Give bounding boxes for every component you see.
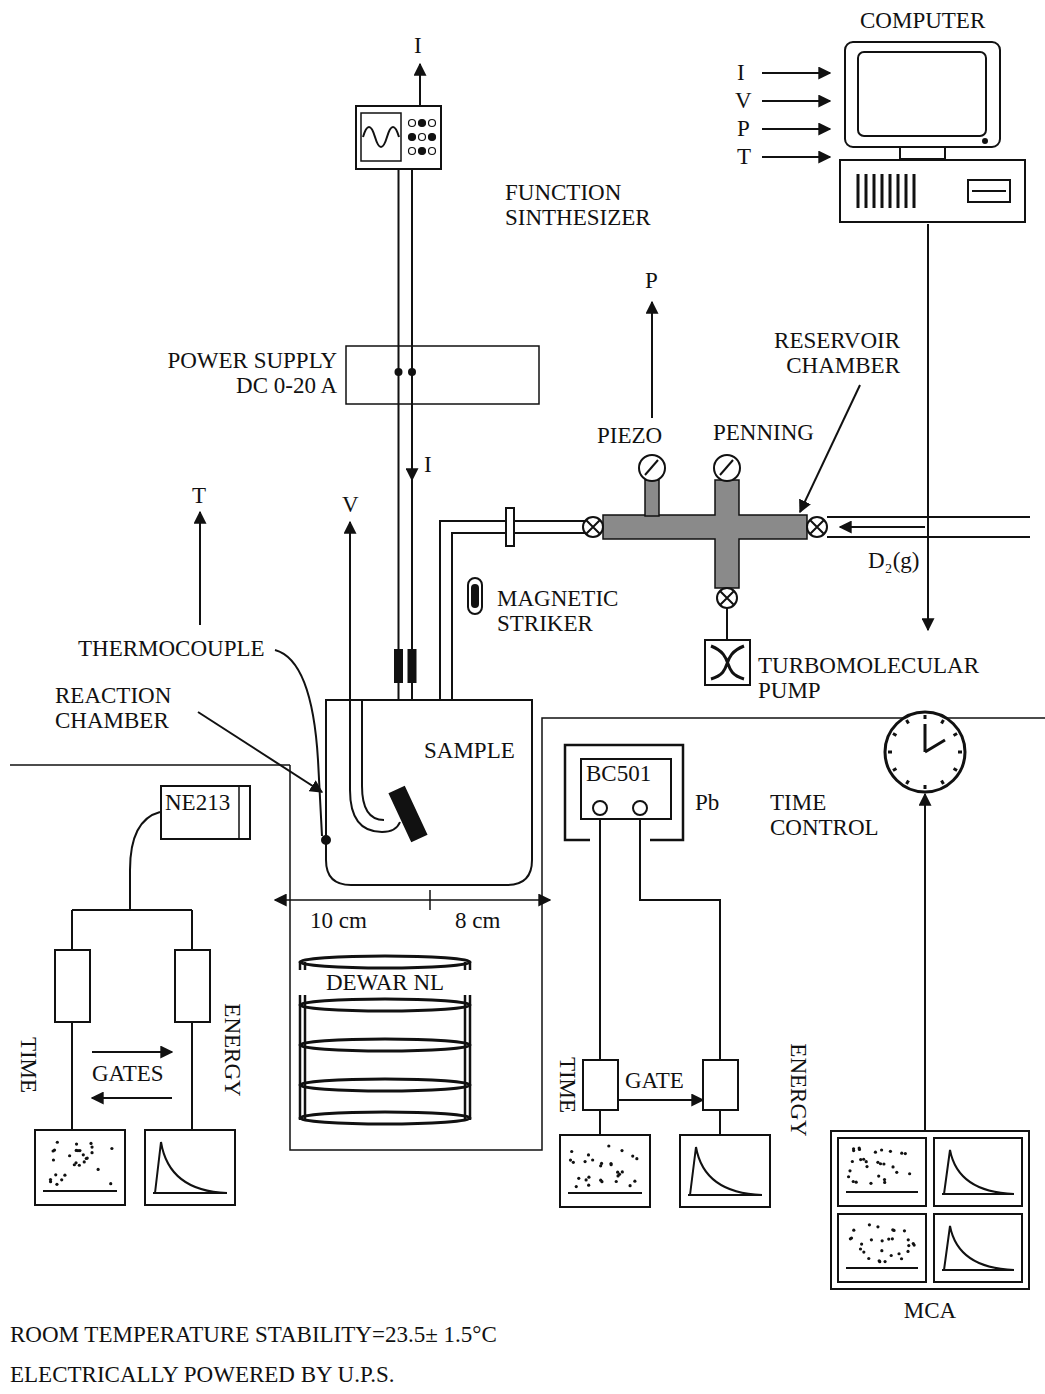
channel-label: GATE — [625, 1068, 684, 1093]
function-synthesizer-outline — [355, 105, 442, 170]
connector — [398, 170, 400, 345]
channel-label: ENERGY — [785, 1043, 810, 1136]
reaction-chamber — [275, 640, 532, 885]
power-supply-outline — [345, 345, 540, 405]
node-label: NE213 — [165, 790, 230, 815]
detector-box: NE213 — [160, 785, 251, 840]
gas-label: D₂(g) — [868, 548, 919, 573]
current-leads — [395, 170, 416, 792]
part-name: REACTION CHAMBER — [55, 683, 205, 734]
channel-label: GATES — [92, 1061, 164, 1086]
node-label: MCA — [830, 1298, 1030, 1323]
part-name: MAGNETIC STRIKER — [497, 586, 647, 637]
node-label: POWER SUPPLY DC 0-20 A — [155, 348, 337, 399]
clock-outline — [883, 710, 967, 794]
part-name: RESERVOIR CHAMBER — [750, 328, 900, 379]
signal-label: I — [737, 60, 745, 85]
note: ELECTRICALLY POWERED BY U.P.S. — [10, 1362, 394, 1387]
node-label: FUNCTION SINTHESIZER — [505, 180, 685, 231]
mca-display: MCA — [830, 1130, 1030, 1290]
dewar: DEWAR NL — [296, 950, 474, 1130]
scope-panels — [35, 1130, 770, 1207]
function-synthesizer: FUNCTION SINTHESIZER — [355, 105, 442, 170]
part-name: Pb — [695, 790, 719, 815]
signal-label: P — [737, 116, 750, 141]
signal-label: P — [645, 268, 658, 293]
detector-wiring — [55, 745, 738, 1135]
part-name: PIEZO — [597, 423, 662, 448]
clock: TIME CONTROL — [883, 710, 967, 794]
bench-outline — [10, 718, 1045, 1150]
current-label: I — [424, 452, 432, 477]
signal-label: T — [737, 144, 751, 169]
channel-label: TIME — [15, 1037, 40, 1093]
channel-label: ENERGY — [219, 1003, 244, 1096]
part-name: TURBOMOLECULAR PUMP — [758, 653, 998, 704]
signal-label: T — [192, 483, 206, 508]
channel-label: TIME — [554, 1057, 579, 1113]
node-label: COMPUTER — [860, 8, 1030, 33]
part-name: THERMOCOUPLE — [78, 636, 265, 661]
computer-outline — [840, 40, 1025, 224]
node-label: DEWAR NL — [296, 970, 474, 995]
current-label: I — [414, 33, 422, 58]
node-label: TIME CONTROL — [770, 790, 910, 841]
signal-label: V — [735, 88, 752, 113]
note: ROOM TEMPERATURE STABILITY=23.5± 1.5°C — [10, 1322, 497, 1347]
computer: COMPUTER — [840, 40, 1025, 224]
node-label: BC501 — [586, 761, 651, 786]
signal-label: V — [342, 492, 359, 517]
connector — [924, 794, 926, 1130]
dimension: 10 cm — [310, 908, 367, 933]
valve-symbols — [583, 517, 827, 608]
part-name: PENNING — [713, 420, 814, 445]
detector-box: BC501 — [580, 758, 672, 820]
power-supply: POWER SUPPLY DC 0-20 A — [345, 345, 540, 405]
part-name: SAMPLE — [424, 738, 515, 763]
gauge-symbols — [639, 455, 740, 481]
mca-display-outline — [830, 1130, 1030, 1290]
dimension: 8 cm — [455, 908, 500, 933]
